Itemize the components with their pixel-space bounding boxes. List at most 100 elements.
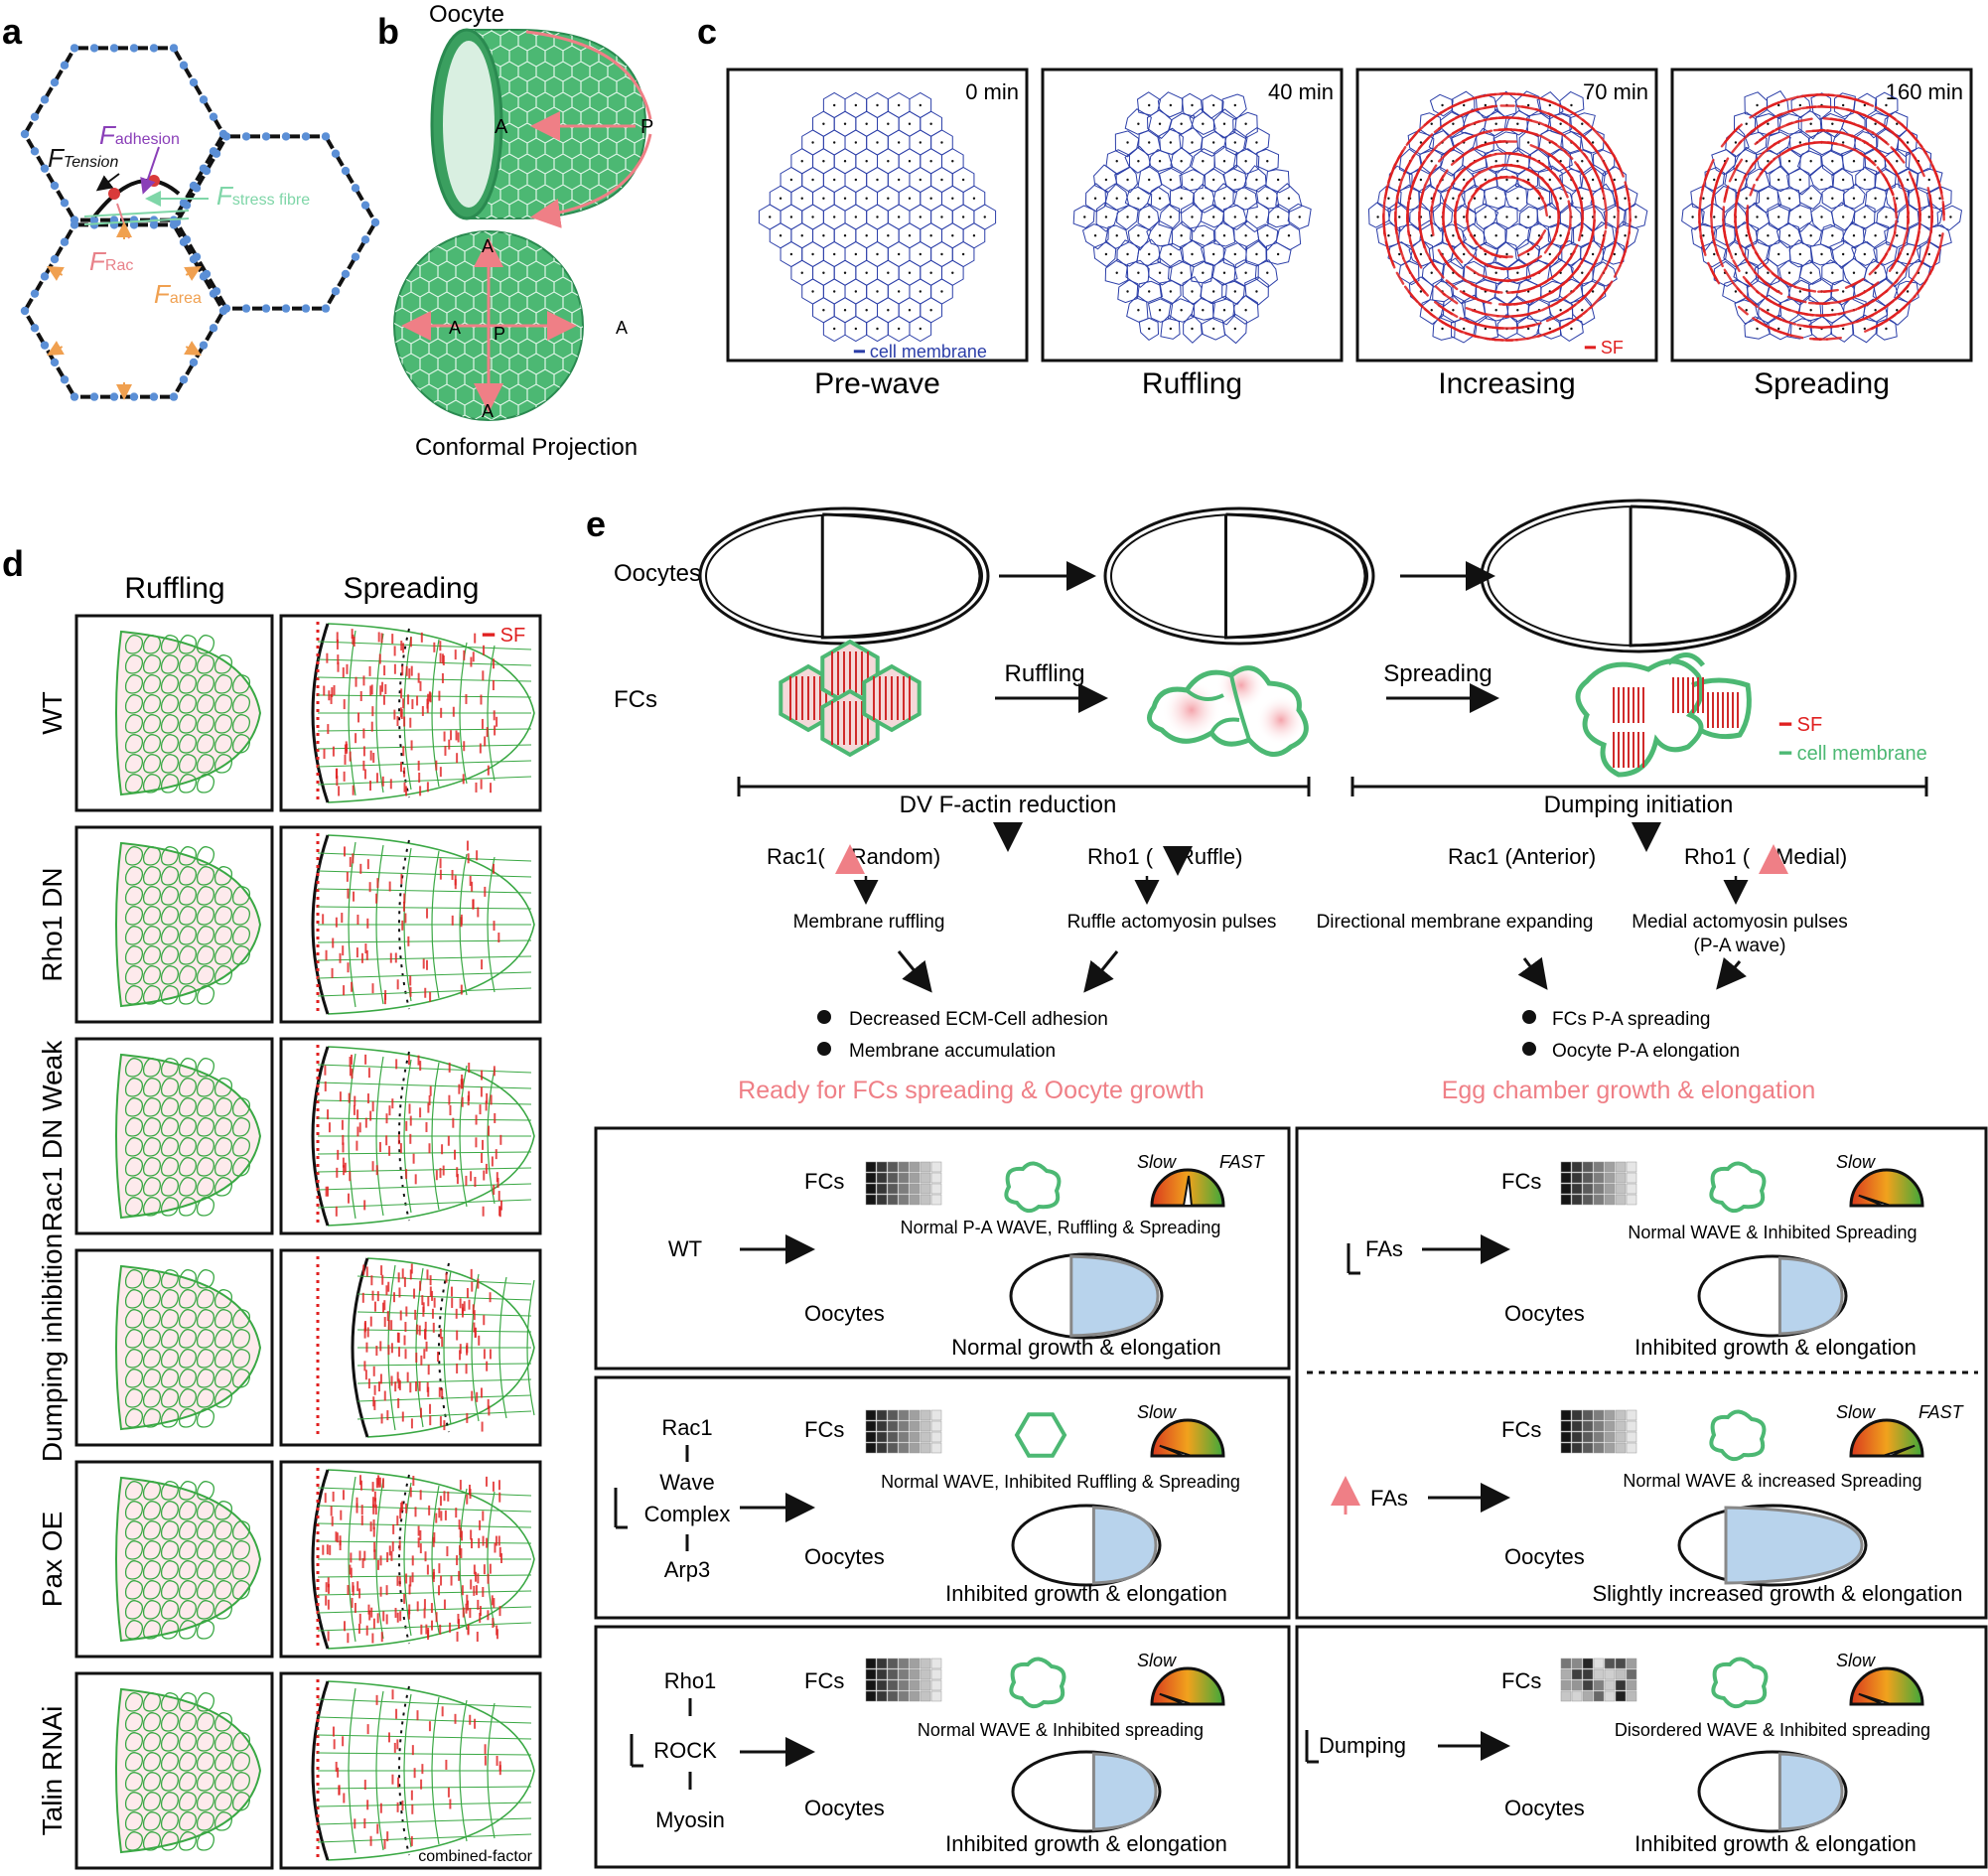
cell-nucleus bbox=[1864, 253, 1866, 255]
cell-nucleus bbox=[887, 309, 889, 311]
vertex-node bbox=[41, 341, 49, 349]
cell-nucleus bbox=[811, 290, 813, 292]
vertex-node bbox=[150, 220, 158, 228]
cell-nucleus bbox=[822, 123, 824, 125]
cell-nucleus bbox=[1788, 234, 1790, 236]
cell-nucleus bbox=[1234, 290, 1236, 292]
wave-cell bbox=[931, 1659, 941, 1668]
time-label: 40 min bbox=[1268, 79, 1334, 104]
oocytes-label: Oocytes bbox=[804, 1301, 885, 1326]
cell-nucleus bbox=[1431, 123, 1433, 125]
diag-arrow bbox=[899, 951, 928, 988]
wave-cell bbox=[1605, 1669, 1615, 1679]
dumping-initiation-label: Dumping initiation bbox=[1544, 792, 1734, 818]
rho1-ruffle: Rho1 (Ruffle) bbox=[1087, 844, 1242, 869]
cell-nucleus bbox=[1376, 216, 1378, 217]
cell-nucleus bbox=[1831, 272, 1833, 274]
sf-segment bbox=[1827, 338, 1841, 339]
vertex-node bbox=[203, 167, 211, 175]
fas-up-label: FAs bbox=[1370, 1486, 1408, 1511]
speed-gauge: Slow bbox=[1836, 1152, 1922, 1206]
oocyte-fill bbox=[1779, 1258, 1842, 1334]
cell-nucleus bbox=[1180, 234, 1182, 236]
cell-nucleus bbox=[855, 290, 857, 292]
cell-nucleus bbox=[1266, 272, 1268, 274]
wave-cell bbox=[931, 1443, 941, 1453]
wave-cell bbox=[910, 1691, 920, 1701]
cell-nucleus bbox=[1907, 290, 1909, 292]
legend-sf-e: ━ SF bbox=[1778, 714, 1822, 736]
wave-cell bbox=[1605, 1421, 1615, 1431]
cell-nucleus bbox=[984, 216, 986, 217]
cell-nucleus bbox=[1398, 253, 1400, 255]
cell-nucleus bbox=[1777, 104, 1779, 106]
cell-nucleus bbox=[929, 234, 931, 236]
vertex-node bbox=[31, 112, 39, 120]
speed-gauge: Slow bbox=[1836, 1651, 1922, 1704]
wave-cell bbox=[877, 1195, 887, 1205]
vertex-node bbox=[183, 201, 191, 209]
cell-nucleus bbox=[951, 160, 953, 162]
cell-nucleus bbox=[876, 290, 878, 292]
wave-cell bbox=[877, 1669, 887, 1679]
legend-membrane-e: ━ cell membrane bbox=[1778, 743, 1927, 765]
cell-nucleus bbox=[1255, 290, 1257, 292]
stage-label: Increasing bbox=[1438, 367, 1575, 400]
cell-nucleus bbox=[1581, 272, 1583, 274]
wave-cell bbox=[1594, 1669, 1604, 1679]
wave-grid bbox=[1561, 1410, 1636, 1453]
cell-nucleus bbox=[1799, 216, 1801, 217]
wave-cell bbox=[910, 1432, 920, 1442]
cell-nucleus bbox=[844, 160, 846, 162]
wave-cell bbox=[866, 1443, 876, 1453]
fas-up-fcs-desc: Normal WAVE & increased Spreading bbox=[1623, 1471, 1921, 1491]
fcs-label: FCs bbox=[804, 1169, 844, 1194]
cell-nucleus bbox=[1494, 234, 1496, 236]
ruffling-label: Ruffling bbox=[1005, 660, 1085, 687]
cell-nucleus bbox=[1842, 104, 1844, 106]
vertex-node bbox=[180, 62, 188, 70]
cell-nucleus bbox=[1885, 328, 1887, 330]
fc-shape-blob bbox=[1006, 1163, 1059, 1211]
wave-cell bbox=[1572, 1443, 1582, 1453]
oocytes-label: Oocytes bbox=[1504, 1544, 1585, 1569]
wave-cell bbox=[866, 1659, 876, 1668]
vertex-node bbox=[200, 272, 208, 280]
cell-nucleus bbox=[1842, 253, 1844, 255]
cell-nucleus bbox=[1788, 198, 1790, 200]
wave-cell bbox=[866, 1195, 876, 1205]
cell-nucleus bbox=[1148, 253, 1150, 255]
tension-arrow bbox=[99, 174, 119, 189]
cell-nucleus bbox=[1431, 272, 1433, 274]
cell-nucleus bbox=[1159, 123, 1161, 125]
wave-cell bbox=[910, 1669, 920, 1679]
fcs-label: FCs bbox=[614, 686, 657, 713]
ready-summary: Ready for FCs spreading & Oocyte growth bbox=[738, 1077, 1205, 1104]
vertex-node bbox=[31, 147, 39, 155]
cell-nucleus bbox=[833, 253, 835, 255]
bullet-dot bbox=[817, 1042, 831, 1056]
cell-nucleus bbox=[1266, 160, 1268, 162]
cell-nucleus bbox=[1614, 179, 1616, 181]
cell-nucleus bbox=[1505, 216, 1507, 217]
oocytes-label: Oocytes bbox=[1504, 1301, 1585, 1326]
wave-cell bbox=[1594, 1195, 1604, 1205]
vertex-node bbox=[193, 184, 201, 192]
legend-sf-c: ━ SF bbox=[1584, 338, 1624, 358]
cell-nucleus bbox=[833, 104, 835, 106]
wave-cell bbox=[1583, 1184, 1593, 1194]
wave-cell bbox=[1627, 1184, 1636, 1194]
cell-nucleus bbox=[1592, 179, 1594, 181]
wave-cell bbox=[866, 1432, 876, 1442]
vertex-node bbox=[210, 112, 217, 120]
wave-cell bbox=[899, 1162, 909, 1172]
wave-cell bbox=[931, 1195, 941, 1205]
cell-nucleus bbox=[1494, 123, 1496, 125]
cell-nucleus bbox=[1767, 123, 1769, 125]
cell-nucleus bbox=[1842, 290, 1844, 292]
cell-nucleus bbox=[1767, 309, 1769, 311]
cell-nucleus bbox=[1223, 198, 1225, 200]
wave-cell bbox=[1616, 1184, 1626, 1194]
